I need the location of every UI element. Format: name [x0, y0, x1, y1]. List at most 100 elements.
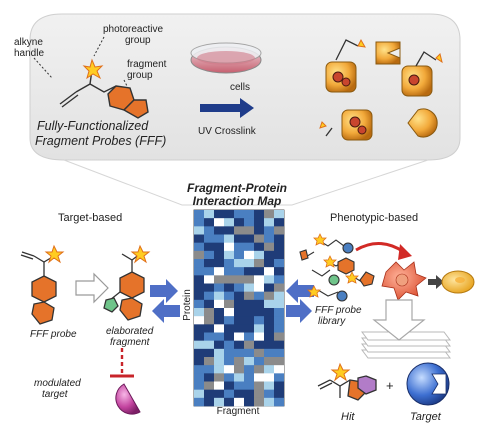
map-cell	[214, 397, 224, 407]
map-cell	[224, 210, 234, 219]
map-cell	[274, 365, 284, 374]
map-cell	[234, 210, 244, 219]
map-cell	[274, 259, 284, 268]
map-cell	[274, 275, 284, 284]
map-cell	[214, 381, 224, 390]
map-cell	[224, 283, 234, 292]
map-cell	[254, 234, 264, 243]
map-cell	[244, 357, 254, 366]
map-cell	[274, 316, 284, 325]
map-cell	[224, 332, 234, 341]
map-cell	[214, 365, 224, 374]
map-cell	[254, 381, 264, 390]
map-cell	[244, 381, 254, 390]
map-cell	[224, 259, 234, 268]
map-cell	[264, 250, 274, 260]
map-cell	[214, 324, 224, 333]
map-cell	[194, 242, 204, 252]
map-cell	[264, 365, 274, 374]
map-cell	[254, 283, 264, 292]
map-cell	[194, 308, 204, 317]
map-cell	[254, 250, 264, 260]
map-cell	[204, 324, 214, 333]
map-cell	[274, 291, 284, 301]
map-cell	[274, 373, 284, 382]
map-cell	[194, 373, 204, 382]
map-cell	[254, 397, 264, 407]
map-cell	[264, 299, 274, 309]
map-cell	[214, 210, 224, 219]
map-cell	[204, 250, 214, 260]
label-fff-probe: FFF probe	[30, 329, 77, 340]
map-cell	[224, 348, 234, 358]
map-cell	[264, 324, 274, 333]
map-cell	[204, 226, 214, 235]
map-cell	[224, 373, 234, 382]
map-cell	[204, 397, 214, 407]
map-cell	[204, 234, 214, 243]
map-cell	[254, 348, 264, 358]
map-cell	[254, 389, 264, 399]
map-cell	[264, 226, 274, 235]
map-cell	[244, 267, 254, 276]
map-cell	[254, 316, 264, 325]
map-cell	[214, 275, 224, 284]
map-cell	[274, 267, 284, 276]
map-cell	[194, 210, 204, 219]
map-cell	[244, 340, 254, 350]
map-cell	[194, 365, 204, 374]
map-cell	[214, 348, 224, 358]
map-cell	[274, 332, 284, 341]
map-cell	[274, 348, 284, 358]
crosslinked-proteins	[319, 38, 443, 141]
map-cell	[194, 299, 204, 309]
map-cell	[214, 226, 224, 235]
map-cell	[194, 332, 204, 341]
label-uv-crosslink: UV Crosslink	[198, 126, 257, 137]
map-cell	[224, 389, 234, 399]
map-cell	[244, 291, 254, 301]
map-cell	[254, 308, 264, 317]
map-cell	[274, 357, 284, 366]
map-cell	[274, 210, 284, 219]
map-cell	[254, 210, 264, 219]
map-cell	[234, 259, 244, 268]
map-cell	[194, 218, 204, 227]
map-cell	[194, 324, 204, 333]
elaborated-star-icon	[130, 244, 151, 264]
map-cell	[194, 340, 204, 350]
map-cell	[274, 389, 284, 399]
map-cell	[254, 299, 264, 309]
map-cell	[194, 316, 204, 325]
map-cell	[274, 218, 284, 227]
map-cell	[274, 242, 284, 252]
map-cell	[244, 365, 254, 374]
phenotype-arrow	[355, 242, 405, 254]
map-cell	[234, 275, 244, 284]
fff-probe-vertical	[20, 251, 57, 325]
map-cell	[244, 250, 254, 260]
map-cell	[204, 299, 214, 309]
map-cell	[204, 218, 214, 227]
map-cell	[214, 218, 224, 227]
library-stars	[307, 233, 359, 298]
map-cell	[234, 357, 244, 366]
map-cell	[234, 397, 244, 407]
map-cell	[274, 308, 284, 317]
map-cell	[234, 381, 244, 390]
map-cell	[254, 340, 264, 350]
label-fragment-2: fragment	[110, 337, 151, 348]
map-cell	[224, 250, 234, 260]
left-panel-title: Target-based	[58, 212, 122, 224]
map-cell	[224, 340, 234, 350]
map-cell	[264, 267, 274, 276]
label-cells: cells	[230, 82, 250, 93]
map-cell	[234, 283, 244, 292]
map-cell	[204, 275, 214, 284]
stimulated-cell	[381, 261, 427, 301]
map-cell	[224, 242, 234, 252]
map-cell	[264, 283, 274, 292]
fff-probe-star-icon	[44, 244, 65, 264]
map-cell	[224, 316, 234, 325]
map-y-axis-label: Protein	[182, 289, 193, 321]
